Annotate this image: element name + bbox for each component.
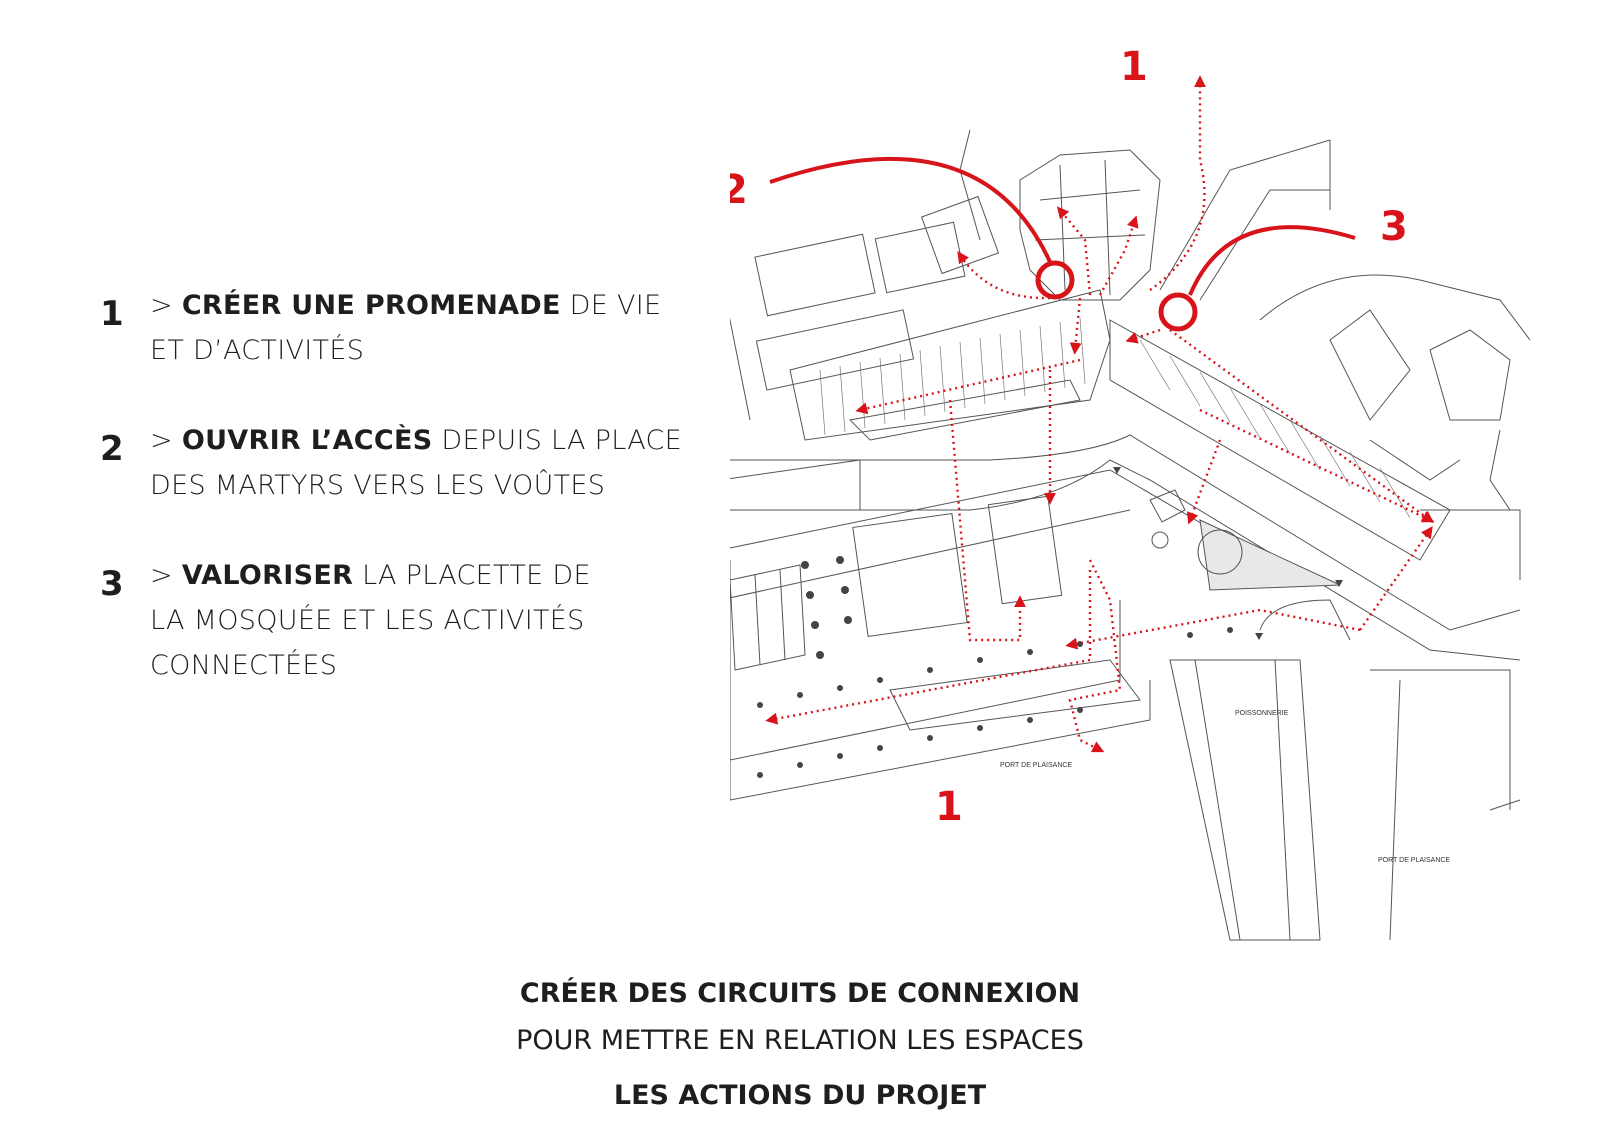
caption-subtitle: POUR METTRE EN RELATION LES ESPACES bbox=[516, 1025, 1084, 1056]
focus-ring-3 bbox=[1158, 292, 1198, 332]
action-line: > CRÉER UNE PROMENADE DE VIE bbox=[150, 290, 661, 321]
callout-lines bbox=[769, 156, 1356, 296]
action-item-1: 1 > CRÉER UNE PROMENADE DE VIE ET D’ACTI… bbox=[100, 290, 661, 425]
base-map bbox=[730, 129, 1531, 941]
action-number: 1 bbox=[100, 294, 124, 334]
label-port-right: PORT DE PLAISANCE bbox=[1378, 857, 1450, 864]
focus-ring-2 bbox=[1035, 260, 1075, 300]
site-plan: POISSONNERIE PORT DE PLAISANCE PORT DE P… bbox=[730, 40, 1570, 950]
actions-list: 1 > CRÉER UNE PROMENADE DE VIE ET D’ACTI… bbox=[100, 290, 682, 695]
site-plan-drawing: POISSONNERIE PORT DE PLAISANCE PORT DE P… bbox=[730, 44, 1531, 941]
caption-title: CRÉER DES CIRCUITS DE CONNEXION bbox=[519, 978, 1081, 1009]
action-keyword: VALORISER bbox=[181, 560, 354, 591]
marker-1-top: 1 bbox=[1120, 44, 1148, 90]
action-line-2: ET D’ACTIVITÉS bbox=[150, 335, 365, 366]
action-text: DE VIE bbox=[560, 290, 662, 321]
action-number: 2 bbox=[100, 429, 124, 469]
marker-1-bottom: 1 bbox=[935, 784, 963, 830]
marker-2: 2 bbox=[730, 167, 748, 213]
action-item-3: 3 > VALORISER LA PLACETTE DE LA MOSQUÉE … bbox=[100, 560, 660, 695]
action-line-2: LA MOSQUÉE ET LES ACTIVITÉS bbox=[150, 605, 585, 636]
action-prefix: > bbox=[150, 290, 182, 321]
action-number: 3 bbox=[100, 564, 124, 604]
action-line: > OUVRIR L’ACCÈS DEPUIS LA PLACE bbox=[150, 425, 682, 456]
label-poissonnerie: POISSONNERIE bbox=[1235, 710, 1289, 717]
action-line-2: DES MARTYRS VERS LES VOÛTES bbox=[150, 470, 606, 501]
caption-footer: LES ACTIONS DU PROJET bbox=[613, 1080, 987, 1111]
action-text: DEPUIS LA PLACE bbox=[432, 425, 683, 456]
action-prefix: > bbox=[150, 560, 182, 591]
action-item-2: 2 > OUVRIR L’ACCÈS DEPUIS LA PLACE DES M… bbox=[100, 425, 682, 560]
action-keyword: CRÉER UNE PROMENADE bbox=[181, 290, 561, 321]
circuit-arrows bbox=[765, 75, 1435, 753]
action-prefix: > bbox=[150, 425, 182, 456]
action-text: LA PLACETTE DE bbox=[353, 560, 591, 591]
focus-rings bbox=[1035, 260, 1198, 332]
action-keyword: OUVRIR L’ACCÈS bbox=[181, 425, 433, 456]
marker-3: 3 bbox=[1380, 204, 1408, 250]
action-line: > VALORISER LA PLACETTE DE bbox=[150, 560, 591, 591]
label-port-left: PORT DE PLAISANCE bbox=[1000, 762, 1072, 769]
action-line-3: CONNECTÉES bbox=[150, 650, 338, 681]
